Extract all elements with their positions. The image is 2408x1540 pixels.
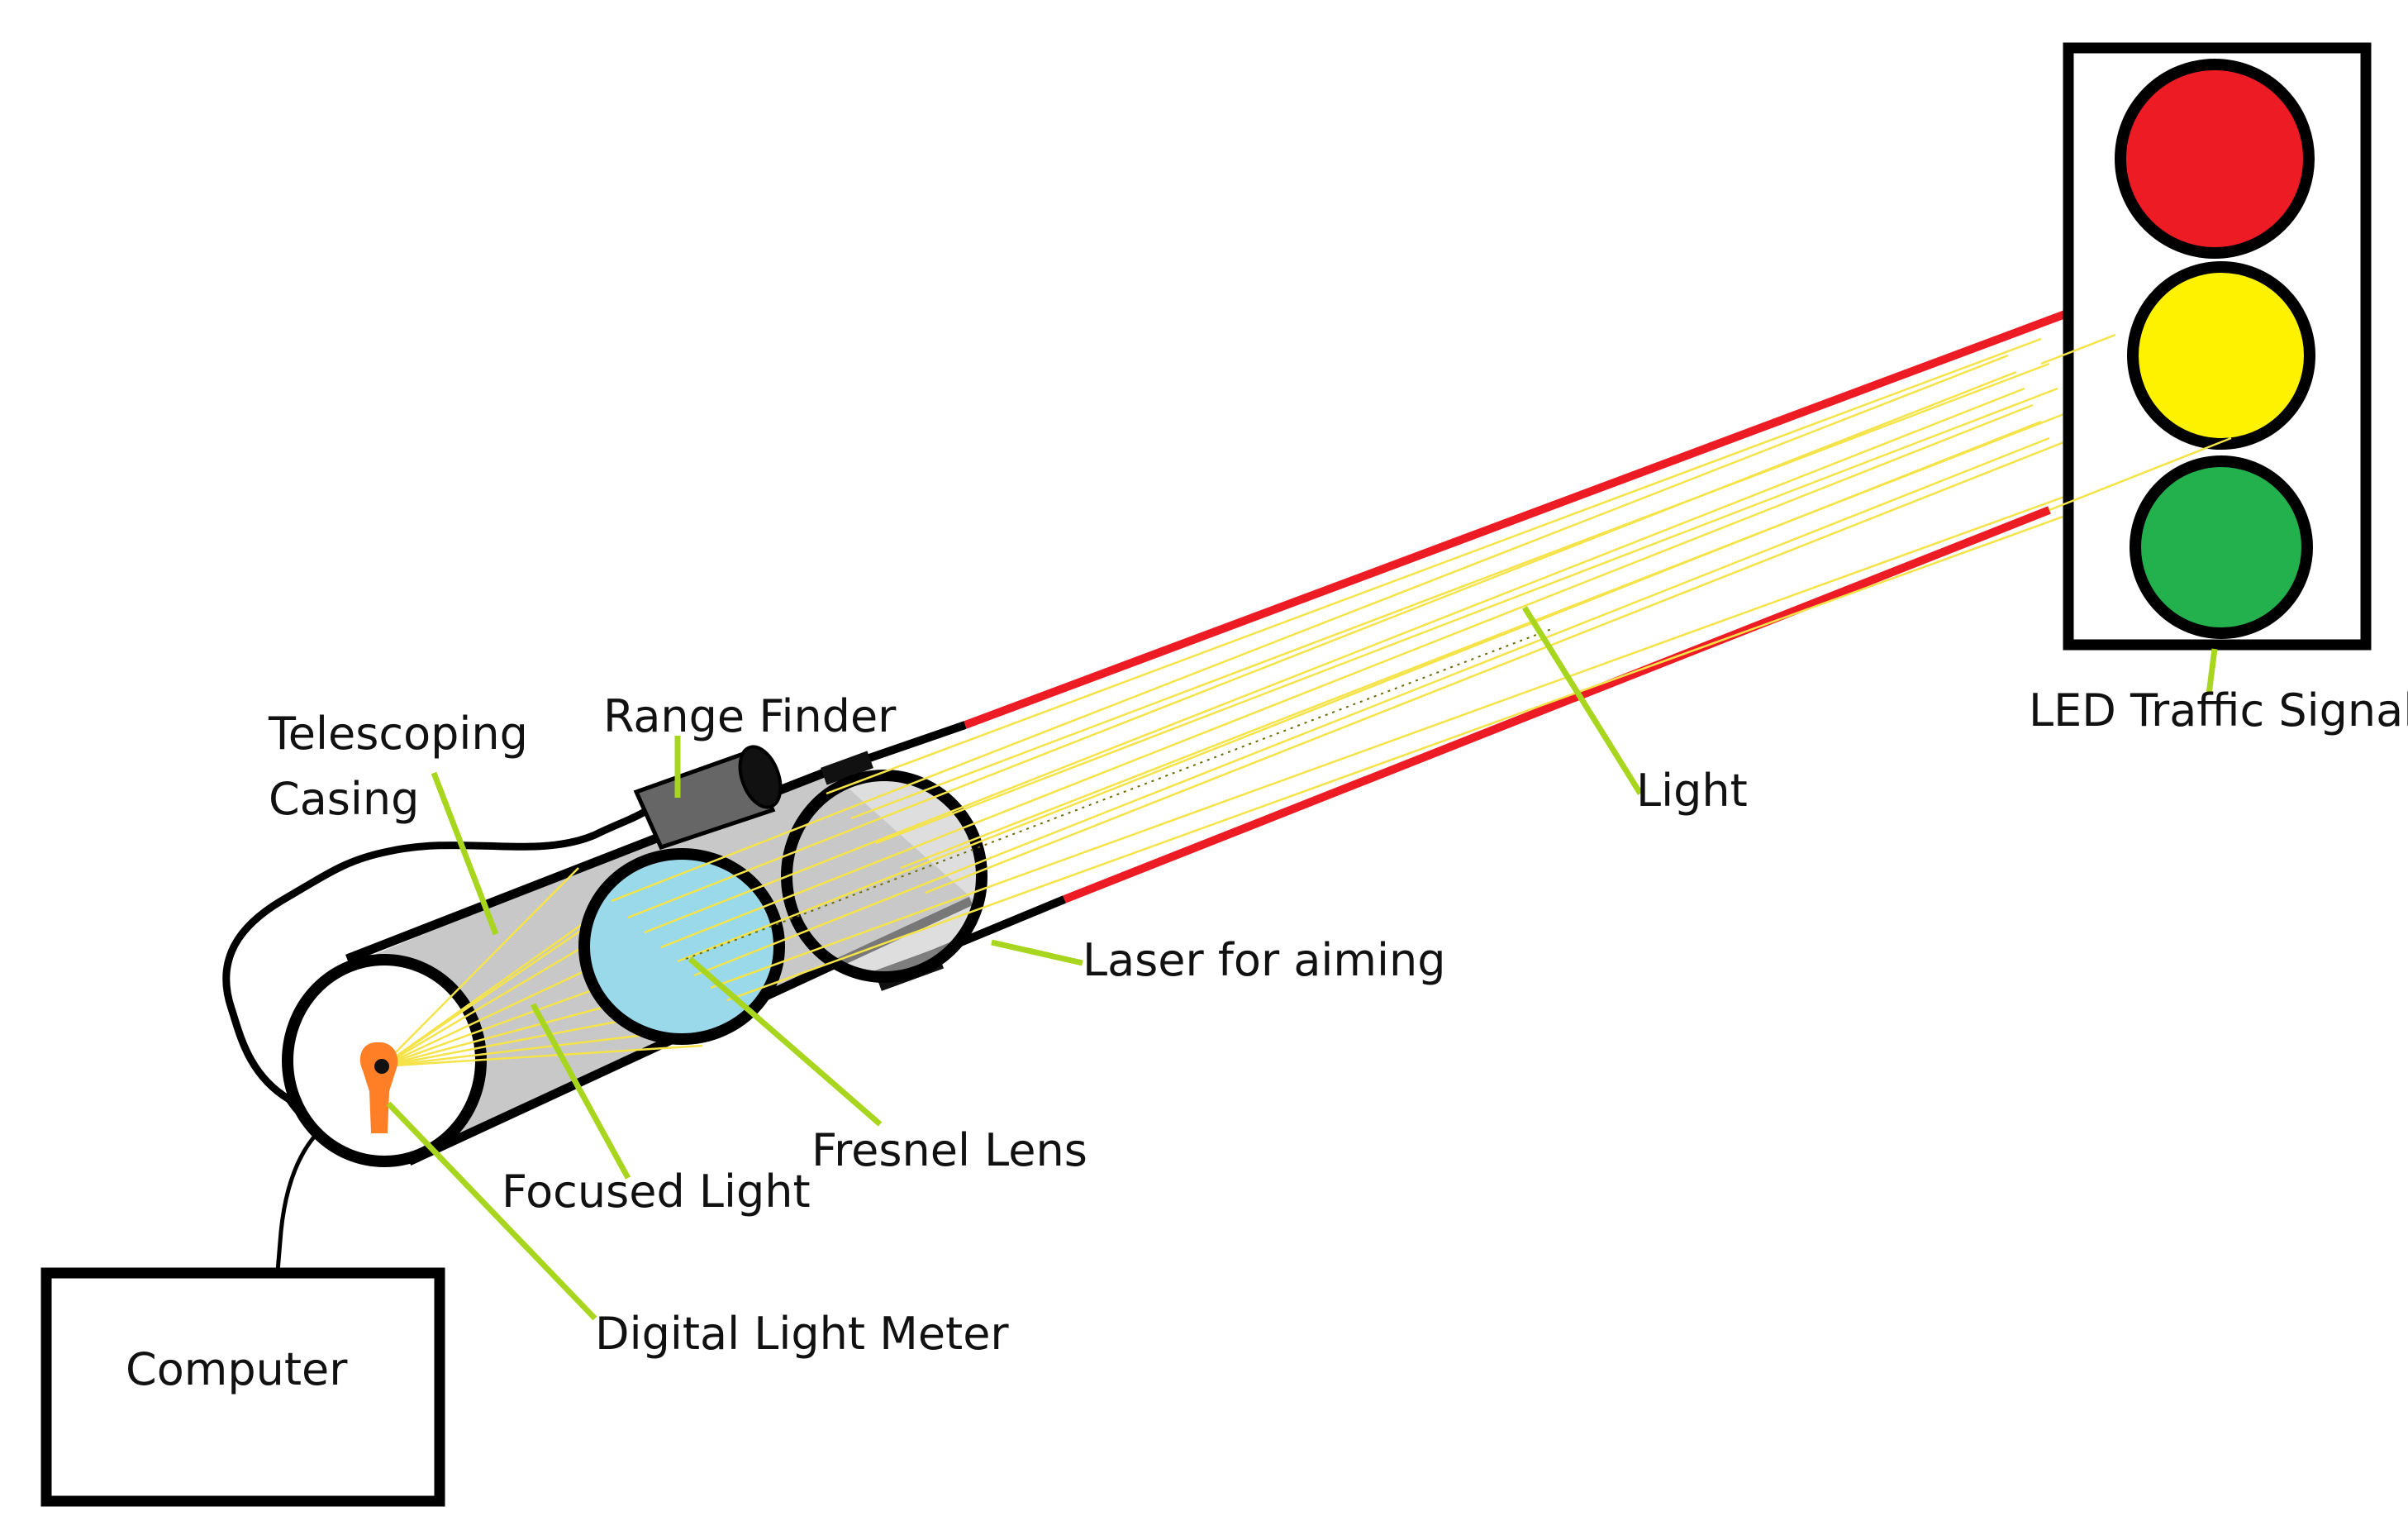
label-range-finder: Range Finder <box>603 690 897 742</box>
meter-sensor <box>374 1059 389 1074</box>
computer-cable <box>274 1123 328 1282</box>
meter-cable <box>222 792 665 1139</box>
leader-focused <box>530 1003 631 1180</box>
label-computer: Computer <box>126 1343 348 1395</box>
label-led-traffic-signal: LED Traffic Signal <box>2029 684 2408 737</box>
leader-laser <box>991 939 1083 966</box>
label-fresnel-lens: Fresnel Lens <box>811 1124 1087 1176</box>
label-focused-light: Focused Light <box>502 1166 811 1218</box>
green-lamp <box>2130 455 2313 639</box>
label-laser-for-aiming: Laser for aiming <box>1083 934 1446 986</box>
laser-top-mount <box>821 751 873 785</box>
signal-rays <box>2040 333 2232 512</box>
computer-box <box>40 1267 445 1507</box>
yellow-lamp <box>2127 261 2315 450</box>
leader-meter <box>386 1101 597 1321</box>
leader-light <box>1522 606 1643 795</box>
leader-telescoping <box>431 771 499 936</box>
label-telescoping-line1: Telescoping <box>268 708 528 760</box>
incoming-light-rays <box>611 337 2224 1002</box>
range-finder-lens <box>738 745 783 809</box>
label-light: Light <box>1636 765 1748 817</box>
label-digital-light-meter: Digital Light Meter <box>595 1308 1009 1360</box>
laser-beam-top <box>964 271 2171 729</box>
laser-beam-bottom <box>1063 506 2051 903</box>
leader-fresnel <box>688 956 883 1127</box>
range-finder <box>633 749 776 851</box>
leader-led <box>2206 648 2218 695</box>
leader-lines <box>386 606 2218 1321</box>
label-telescoping-line2: Casing <box>269 773 419 825</box>
center-axis <box>685 627 1554 960</box>
red-lamp <box>2115 59 2315 259</box>
